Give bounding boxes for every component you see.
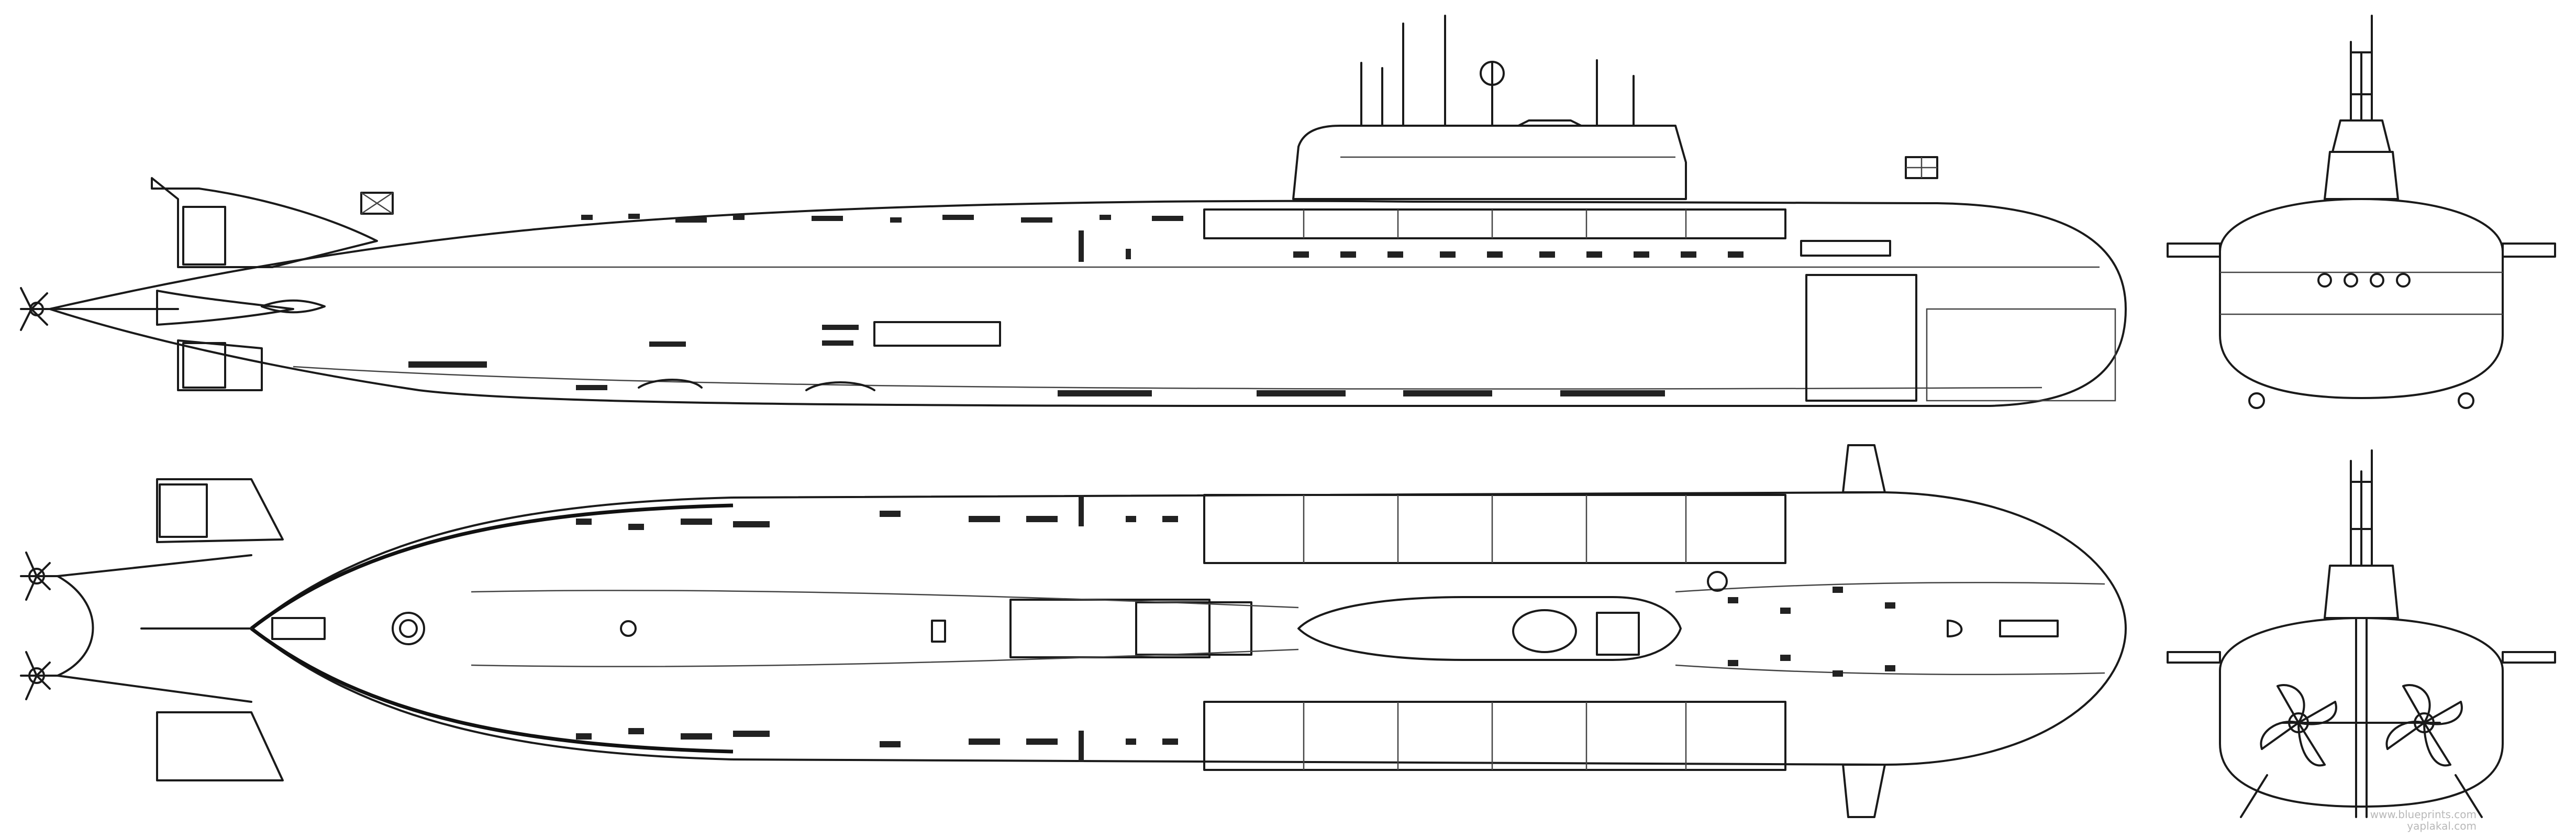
side-sail — [1292, 125, 1687, 200]
bow-sonar-panel — [1805, 274, 1917, 402]
side-lower-rudder-panel — [182, 342, 226, 389]
side-hatch-marks — [408, 214, 1744, 396]
plan-upper-rudder — [156, 478, 284, 543]
plan-propeller-upper-icon — [25, 552, 51, 601]
plan-sail-dome — [1512, 609, 1577, 653]
side-missile-bay — [1203, 208, 1786, 239]
plan-hull-outline — [250, 491, 2127, 766]
stern-section-planes — [2167, 651, 2556, 664]
plan-escape-hatch-icon — [392, 612, 425, 645]
side-keel-line — [293, 366, 2042, 390]
side-hull-outline — [49, 200, 2127, 407]
plan-lower-rudder — [156, 711, 284, 781]
stern-propeller-starboard-icon — [2385, 684, 2463, 767]
stern-flag-icon — [360, 192, 394, 215]
watermark: www.blueprints.com yaplakal.com — [2370, 809, 2477, 832]
plan-sail-outline — [1297, 596, 1682, 661]
plan-deck-outline — [250, 503, 734, 630]
plan-missile-bay-starboard — [1203, 701, 1786, 771]
plan-view — [20, 444, 2127, 818]
stern-section-sail — [2324, 565, 2399, 619]
plan-bow-hatch — [1999, 620, 2059, 637]
bow-section-view — [2167, 15, 2556, 409]
plan-sail-periscope — [1596, 612, 1640, 656]
side-upper-rudder — [151, 177, 378, 268]
plan-missile-bay-port — [1203, 494, 1786, 564]
plan-capstan-icon — [620, 620, 637, 637]
side-upper-rudder-panel — [182, 206, 226, 266]
watermark-line-2: yaplakal.com — [2407, 820, 2477, 832]
side-access-panel — [873, 321, 1001, 347]
bow-section-hull — [2219, 198, 2504, 399]
side-profile-view — [20, 15, 2127, 407]
plan-stern-fairing — [57, 554, 252, 703]
stern-section-hull — [2219, 617, 2504, 808]
plan-hatch-marks — [576, 495, 1895, 762]
stern-propeller-port-icon — [2260, 684, 2337, 767]
bow-section-portholes — [2317, 273, 2411, 288]
stern-section-view — [2167, 449, 2556, 818]
plan-propeller-lower-icon — [25, 651, 51, 700]
plan-bow-plane-port — [1842, 444, 1886, 493]
side-stern-fairing — [156, 290, 294, 326]
bow-section-sail — [2324, 151, 2399, 200]
bow-section-mast — [2350, 15, 2373, 122]
stern-section-rudder — [2355, 617, 2368, 818]
side-hatch — [1800, 240, 1891, 257]
plan-deck-hatch — [1009, 599, 1211, 658]
plan-bow-plane-starboard — [1842, 764, 1886, 818]
side-propeller-icon — [20, 287, 48, 331]
bow-section-planes — [2167, 242, 2556, 258]
side-lower-rudder — [177, 339, 263, 391]
radar-dome-icon — [1480, 61, 1505, 86]
side-propeller-hub — [29, 302, 44, 316]
watermark-line-1: www.blueprints.com — [2370, 808, 2477, 821]
